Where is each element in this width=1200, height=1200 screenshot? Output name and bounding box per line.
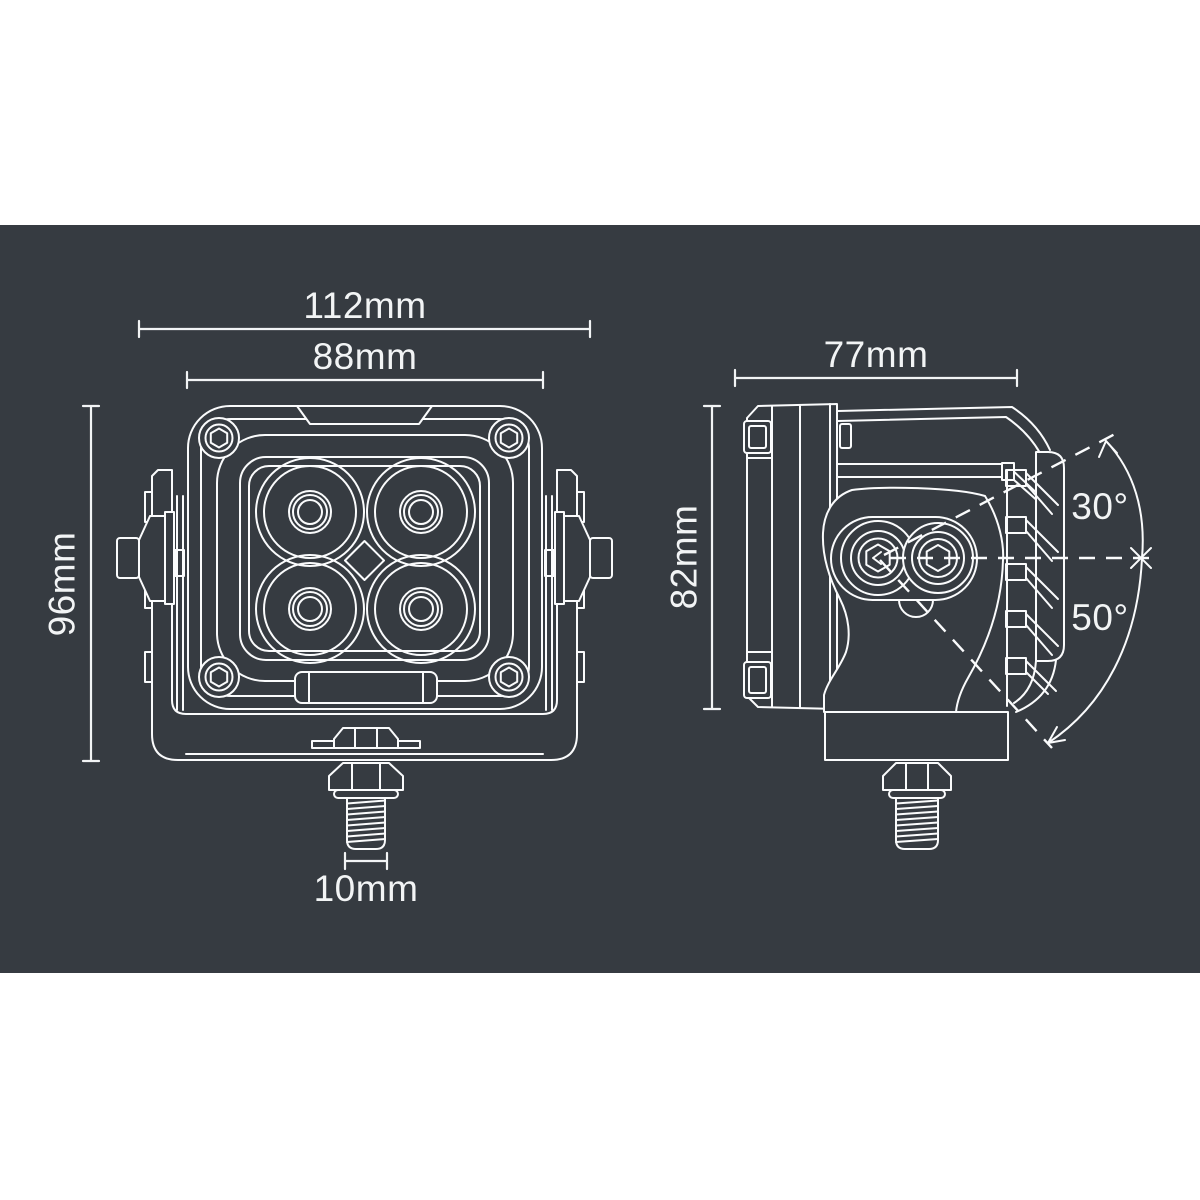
tilt-up-angle-label: 30°	[1071, 486, 1128, 527]
dim-depth: 77mm	[733, 334, 1019, 388]
dim-side-height: 82mm	[664, 404, 722, 711]
right-pivot-bolt	[554, 511, 613, 605]
side-stud-threads	[895, 799, 939, 843]
dimension-annotations: 112mm 88mm 96mm 10mm 77mm 82mm 30° 50°	[42, 285, 1129, 909]
center-diamond	[344, 540, 385, 581]
arc-arrow-down	[1047, 726, 1066, 744]
mounting-bracket	[151, 469, 578, 761]
bottom-label-plate	[294, 671, 438, 704]
tilt-annotation	[879, 431, 1155, 749]
dim-side-height-label: 82mm	[664, 505, 705, 610]
tilt-down-dashed-line	[879, 559, 1053, 749]
diagram-panel	[0, 225, 1200, 973]
arc-arrow-up	[1098, 440, 1118, 458]
corner-screws	[198, 417, 530, 698]
dim-stud-diameter: 10mm	[314, 851, 419, 909]
dim-overall-width: 112mm	[137, 285, 592, 339]
tilt-down-angle-label: 50°	[1071, 597, 1128, 638]
front-view-drawing	[116, 405, 613, 850]
led-lens-top-left	[255, 457, 365, 567]
dim-stud-diameter-label: 10mm	[314, 868, 419, 909]
side-view-drawing	[743, 403, 1155, 850]
side-body-top	[837, 406, 1051, 504]
lens-plate-inner-outline	[248, 465, 481, 652]
tilt-up-dashed-line	[883, 431, 1118, 557]
dim-overall-height: 96mm	[42, 404, 101, 763]
knuckle-lower-lobe	[898, 599, 934, 618]
led-lens-bottom-left	[255, 554, 365, 664]
top-tab	[296, 405, 433, 425]
led-lens-top-right	[366, 457, 476, 567]
front-mounting-stud	[311, 727, 421, 850]
heatsink	[1005, 451, 1065, 713]
dim-overall-height-label: 96mm	[42, 532, 83, 637]
lens-plate-outline	[239, 456, 490, 661]
led-lens-bottom-right	[366, 554, 476, 664]
dim-depth-label: 77mm	[824, 334, 929, 375]
pivot-bolt-right	[902, 522, 974, 594]
side-mounting-stud	[824, 711, 1009, 850]
side-lens-plate	[743, 403, 838, 710]
left-pivot-bolt	[116, 511, 175, 605]
side-top-tab	[839, 423, 852, 449]
front-stud-threads	[346, 799, 386, 843]
dim-lens-width: 88mm	[185, 336, 545, 390]
dim-lens-width-label: 88mm	[313, 336, 418, 377]
dim-overall-width-label: 112mm	[303, 285, 426, 326]
tilt-arc	[1047, 440, 1144, 744]
